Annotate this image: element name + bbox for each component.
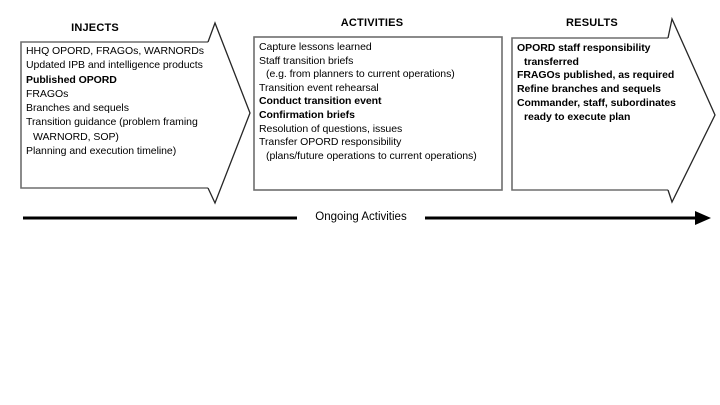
list-item: ready to execute plan [524,110,631,123]
list-item: OPORD staff responsibility [517,42,651,54]
ongoing-activities-label: Ongoing Activities [315,211,407,223]
list-item: Conduct transition event [259,95,382,108]
ongoing-arrowhead-icon [695,211,711,225]
results-box-outline [511,37,668,191]
list-item: Transition guidance (problem framing [26,116,198,129]
list-item: WARNORD, SOP) [33,130,119,143]
list-item: Capture lessons learned [259,41,372,53]
list-item: Branches and sequels [26,102,129,115]
list-item: Planning and execution timeline) [26,145,177,158]
list-item: Updated IPB and intelligence products [26,59,203,72]
list-item: Confirmation briefs [259,108,355,121]
list-item: Resolution of questions, issues [259,122,403,135]
injects-box-outline [20,41,208,189]
list-item: (plans/future operations to current oper… [266,149,477,162]
list-item: FRAGOs published, as required [517,69,675,82]
injects-title: INJECTS [71,22,119,34]
activities-box-outline [253,36,503,191]
activities-title: ACTIVITIES [340,17,404,29]
results-chevron-arrow [667,16,716,204]
list-item: (e.g. from planners to current operation… [266,68,455,81]
list-item: transferred [524,55,579,68]
list-item: Staff transition briefs [259,54,354,67]
results-title: RESULTS [566,17,618,29]
injects-chevron-arrow [207,21,251,205]
list-item: FRAGOs [26,87,69,100]
list-item: Transfer OPORD responsibility [259,136,402,149]
list-item: Transition event rehearsal [259,81,379,94]
list-item: Published OPORD [26,73,117,86]
list-item: Refine branches and sequels [517,83,661,96]
list-item: Commander, staff, subordinates [517,96,676,109]
list-item: HHQ OPORD, FRAGOs, WARNORDs [26,45,204,57]
